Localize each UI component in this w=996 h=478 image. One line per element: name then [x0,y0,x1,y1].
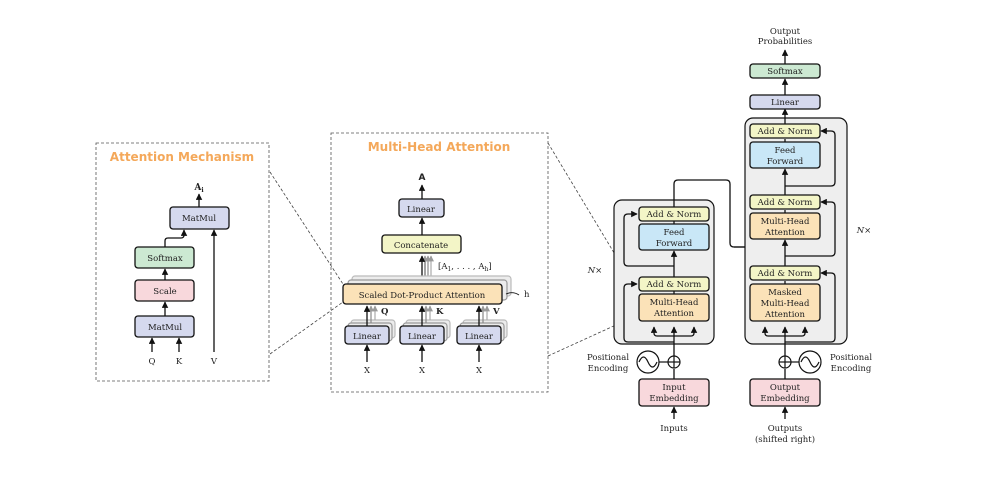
sdpa-label: Scaled Dot-Product Attention [359,291,486,301]
sine-wave-path [800,356,820,368]
decoder-ff-label-1: Feed [775,146,796,156]
multi-head-attention-title: Multi-Head Attention [368,140,511,154]
attention-mechanism-title: Attention Mechanism [110,150,254,164]
heads-label: [A1, . . . , Ah] [438,262,492,273]
concatenate-box [381,234,462,254]
multi-head-attention-panel: Multi-Head Attention A Linear Concatenat… [330,132,549,393]
decoder-mha-label-1: Multi-Head [761,217,810,227]
residual-arrow [623,280,674,343]
encoder-pos-label-2: Encoding [588,364,629,374]
encoder-to-decoder-arrow [673,179,787,248]
input-x-q: X [364,366,371,376]
panel-border [95,142,270,382]
input-embedding-label-2: Embedding [649,394,699,404]
outputs-label-2: (shifted right) [755,434,815,445]
encoder-ff-label-1: Feed [664,228,685,238]
decoder-addnorm-2-label: Add & Norm [757,198,813,208]
masked-mha-label-3: Attention [764,310,806,320]
arrow [164,229,188,247]
masked-mha-label-2: Multi-Head [761,299,810,309]
zoom-connector [547,313,641,357]
zoom-connector [269,171,344,285]
v-label: V [492,307,500,317]
output-embedding-label-1: Output [770,383,801,393]
mha-output-label: A [419,173,426,183]
input-v: V [210,357,218,367]
linear-k-label: Linear [408,332,437,342]
sdpa-box [342,283,503,305]
decoder-mha-label-2: Attention [764,228,806,238]
decoder-linear-label: Linear [771,98,800,108]
linear-v-label: Linear [465,332,494,342]
input-x-k: X [419,366,426,376]
residual-arrow [785,127,836,187]
decoder-pos-label-1: Positional [830,353,872,363]
zoom-connector [269,301,344,355]
residual-arrow [785,269,836,343]
matmul-top-label: MatMul [182,214,216,224]
decoder-softmax-label: Softmax [767,67,803,77]
input-k: K [176,357,183,367]
arrow [674,326,698,337]
encoder-addnorm-bottom-label: Add & Norm [646,280,702,290]
h-pointer [505,292,520,296]
decoder: N× Output Embedding Outputs (shifted rig… [744,27,872,445]
attention-output-label: Ai [193,183,204,194]
encoder: N× Input Embedding Inputs Positional Enc… [587,179,787,434]
encoder-pos-label-1: Positional [587,353,629,363]
mha-linear-top-box [398,198,445,218]
arrow [761,326,785,337]
decoder-pos-label-2: Encoding [831,364,872,374]
q-label: Q [381,307,389,317]
masked-mha-label-1: Masked [768,288,802,298]
output-probabilities-label-1: Output [770,27,801,37]
panel-border [330,132,549,393]
output-embedding-label-2: Embedding [760,394,810,404]
arrow [785,326,809,337]
k-label: K [436,307,444,317]
output-probabilities-label-2: Probabilities [758,37,813,47]
input-q: Q [149,357,156,367]
input-embedding-label-1: Input [662,383,686,393]
matmul-top-box [169,206,230,230]
matmul-bottom-label: MatMul [148,323,182,333]
concatenate-label: Concatenate [394,241,448,251]
encoder-ff-label-2: Forward [656,239,693,249]
encoder-nx-label: N× [587,266,603,276]
attention-mechanism-panel: Attention Mechanism Ai MatMul Softmax Sc… [95,142,270,382]
softmax-label: Softmax [147,254,183,264]
sine-wave-path [638,356,658,368]
decoder-ff-label-2: Forward [767,157,804,167]
decoder-addnorm-3-label: Add & Norm [757,127,813,137]
decoder-addnorm-1-label: Add & Norm [757,269,813,279]
input-x-v: X [476,366,483,376]
encoder-mha-label-2: Attention [653,309,695,319]
h-label: h [524,290,530,300]
outputs-label-1: Outputs [768,424,803,434]
residual-arrow [623,210,674,267]
encoder-mha-label-1: Multi-Head [650,298,699,308]
residual-arrow [785,198,836,257]
decoder-nx-label: N× [856,226,872,236]
scale-label: Scale [153,287,176,297]
linear-q-label: Linear [353,332,382,342]
encoder-addnorm-top-label: Add & Norm [646,210,702,220]
inputs-label: Inputs [660,424,688,434]
mha-linear-top-label: Linear [407,205,436,215]
arrow [650,326,674,337]
